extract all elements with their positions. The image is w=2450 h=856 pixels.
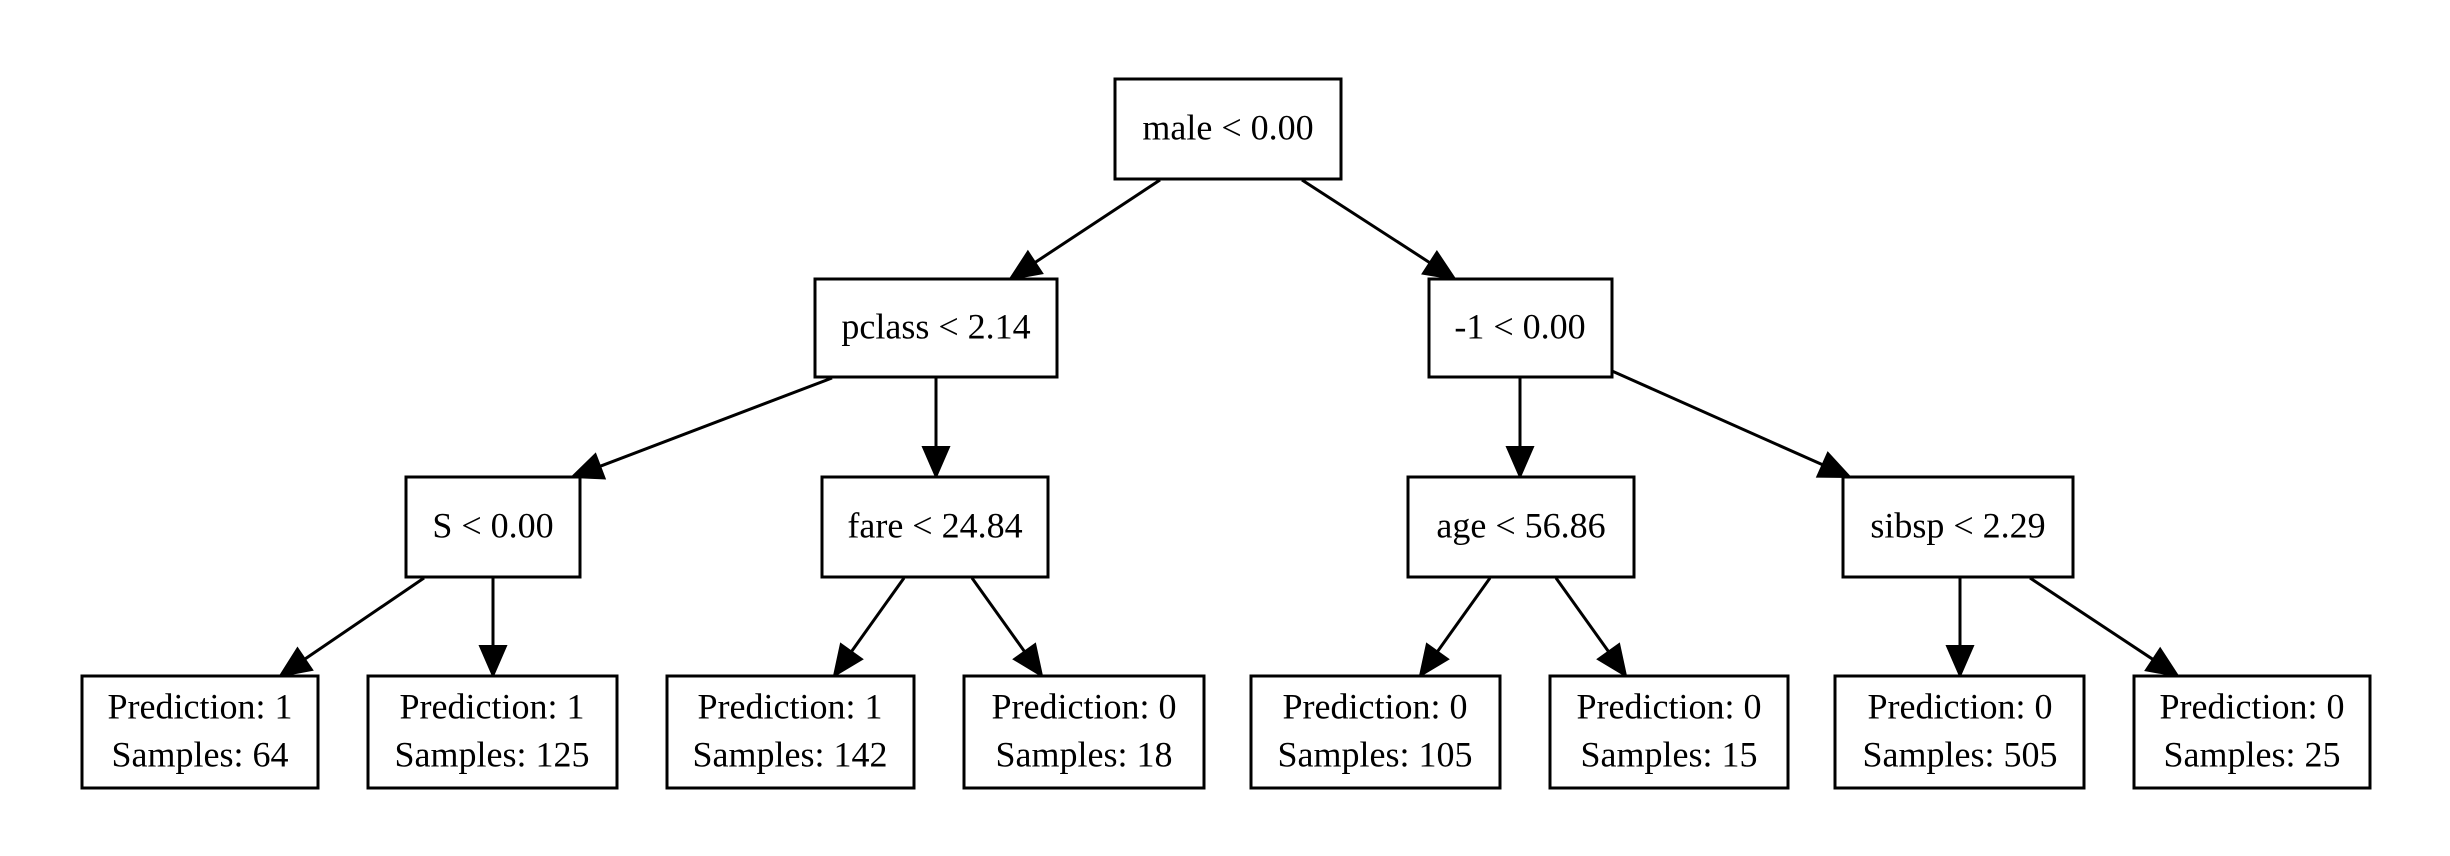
leaf-node-4: Prediction: 0 Samples: 18: [962, 674, 1206, 790]
node-fare-label: fare < 24.84: [847, 505, 1022, 545]
arrowhead: [1596, 642, 1628, 679]
leaf-node-3-prediction: Prediction: 1: [698, 686, 883, 726]
edge-line: [1611, 369, 1824, 467]
leaf-node-4-samples: Samples: 18: [996, 734, 1173, 774]
edge-s-to-leaf1: [277, 576, 425, 678]
edge-line: [303, 576, 425, 661]
arrowhead: [1505, 446, 1535, 480]
leaf-node-5-samples: Samples: 105: [1278, 734, 1473, 774]
leaf-node-1-samples: Samples: 64: [112, 734, 289, 774]
node-neg1: -1 < 0.00: [1427, 277, 1614, 379]
node-neg1-label: -1 < 0.00: [1454, 306, 1585, 346]
edge-fare-to-leaf4: [970, 577, 1044, 679]
arrowhead: [832, 642, 864, 679]
arrowhead: [1815, 451, 1853, 479]
leaf-node-8-prediction: Prediction: 0: [2160, 686, 2345, 726]
leaf-node-3: Prediction: 1 Samples: 142: [665, 674, 916, 790]
leaf-node-2-samples: Samples: 125: [395, 734, 590, 774]
node-pclass: pclass < 2.14: [813, 277, 1059, 379]
node-root-box: [1113, 77, 1343, 181]
edge-line: [2029, 576, 2154, 661]
edge-root-to-pclass: [1007, 178, 1161, 281]
edge-neg1-to-sibsp: [1611, 369, 1853, 479]
leaf-node-8-box: [2132, 674, 2372, 790]
edge-age-to-leaf5: [1418, 577, 1492, 679]
node-pclass-label: pclass < 2.14: [841, 306, 1030, 346]
edge-s-to-leaf2: [478, 578, 508, 679]
leaf-node-6-samples: Samples: 15: [1581, 734, 1758, 774]
edge-line: [1436, 577, 1492, 653]
leaf-node-6-box: [1548, 674, 1790, 790]
edge-age-to-leaf6: [1554, 577, 1628, 679]
node-age-label: age < 56.86: [1436, 505, 1605, 545]
node-age: age < 56.86: [1406, 475, 1636, 579]
arrowhead: [2144, 646, 2181, 678]
node-pclass-box: [813, 277, 1059, 379]
arrowhead: [921, 446, 951, 480]
node-sibsp-label: sibsp < 2.29: [1870, 505, 2045, 545]
leaf-node-3-samples: Samples: 142: [693, 734, 888, 774]
edge-sibsp-to-leaf8: [2029, 576, 2181, 678]
node-fare-box: [820, 475, 1050, 579]
edge-pclass-to-fare: [921, 378, 951, 480]
leaf-node-1-prediction: Prediction: 1: [108, 686, 293, 726]
leaf-node-5-box: [1249, 674, 1502, 790]
leaf-node-1: Prediction: 1 Samples: 64: [80, 674, 320, 790]
edge-line: [1301, 178, 1431, 264]
leaf-node-2-box: [366, 674, 619, 790]
node-fare: fare < 24.84: [820, 475, 1050, 579]
leaf-node-4-prediction: Prediction: 0: [992, 686, 1177, 726]
leaf-node-8: Prediction: 0 Samples: 25: [2132, 674, 2372, 790]
leaf-node-7-box: [1833, 674, 2086, 790]
leaf-node-1-box: [80, 674, 320, 790]
arrowhead: [478, 645, 508, 679]
edge-sibsp-to-leaf7: [1945, 578, 1975, 679]
node-sibsp: sibsp < 2.29: [1841, 475, 2075, 579]
node-s-box: [404, 475, 582, 579]
node-s-label: S < 0.00: [432, 505, 553, 545]
node-neg1-box: [1427, 277, 1614, 379]
edge-pclass-to-s: [569, 376, 833, 480]
node-sibsp-box: [1841, 475, 2075, 579]
leaf-node-7-samples: Samples: 505: [1863, 734, 2058, 774]
leaf-node-2: Prediction: 1 Samples: 125: [366, 674, 619, 790]
edge-line: [599, 376, 833, 468]
node-root-label: male < 0.00: [1142, 107, 1313, 147]
leaf-node-6-prediction: Prediction: 0: [1577, 686, 1762, 726]
leaf-node-3-box: [665, 674, 916, 790]
leaf-node-8-samples: Samples: 25: [2164, 734, 2341, 774]
leaf-node-5: Prediction: 0 Samples: 105: [1249, 674, 1502, 790]
leaf-node-5-prediction: Prediction: 0: [1283, 686, 1468, 726]
edge-line: [1554, 577, 1610, 653]
leaf-node-6: Prediction: 0 Samples: 15: [1548, 674, 1790, 790]
leaf-node-2-prediction: Prediction: 1: [400, 686, 585, 726]
edge-line: [850, 577, 906, 653]
edge-line: [970, 577, 1026, 653]
arrowhead: [1945, 645, 1975, 679]
node-root: male < 0.00: [1113, 77, 1343, 181]
tree-edges: [277, 178, 2181, 679]
arrowhead: [1012, 642, 1044, 679]
leaf-node-7: Prediction: 0 Samples: 505: [1833, 674, 2086, 790]
edge-line: [1034, 178, 1161, 264]
arrowhead: [277, 646, 314, 678]
arrowhead: [1418, 642, 1450, 679]
edge-root-to-neg1: [1301, 178, 1458, 281]
leaf-node-7-prediction: Prediction: 0: [1868, 686, 2053, 726]
node-age-box: [1406, 475, 1636, 579]
leaf-node-4-box: [962, 674, 1206, 790]
arrowhead: [1421, 249, 1458, 281]
edge-fare-to-leaf3: [832, 577, 906, 679]
arrowhead: [569, 452, 607, 480]
arrowhead: [1007, 249, 1044, 281]
node-s: S < 0.00: [404, 475, 582, 579]
edge-neg1-to-age: [1505, 378, 1535, 480]
